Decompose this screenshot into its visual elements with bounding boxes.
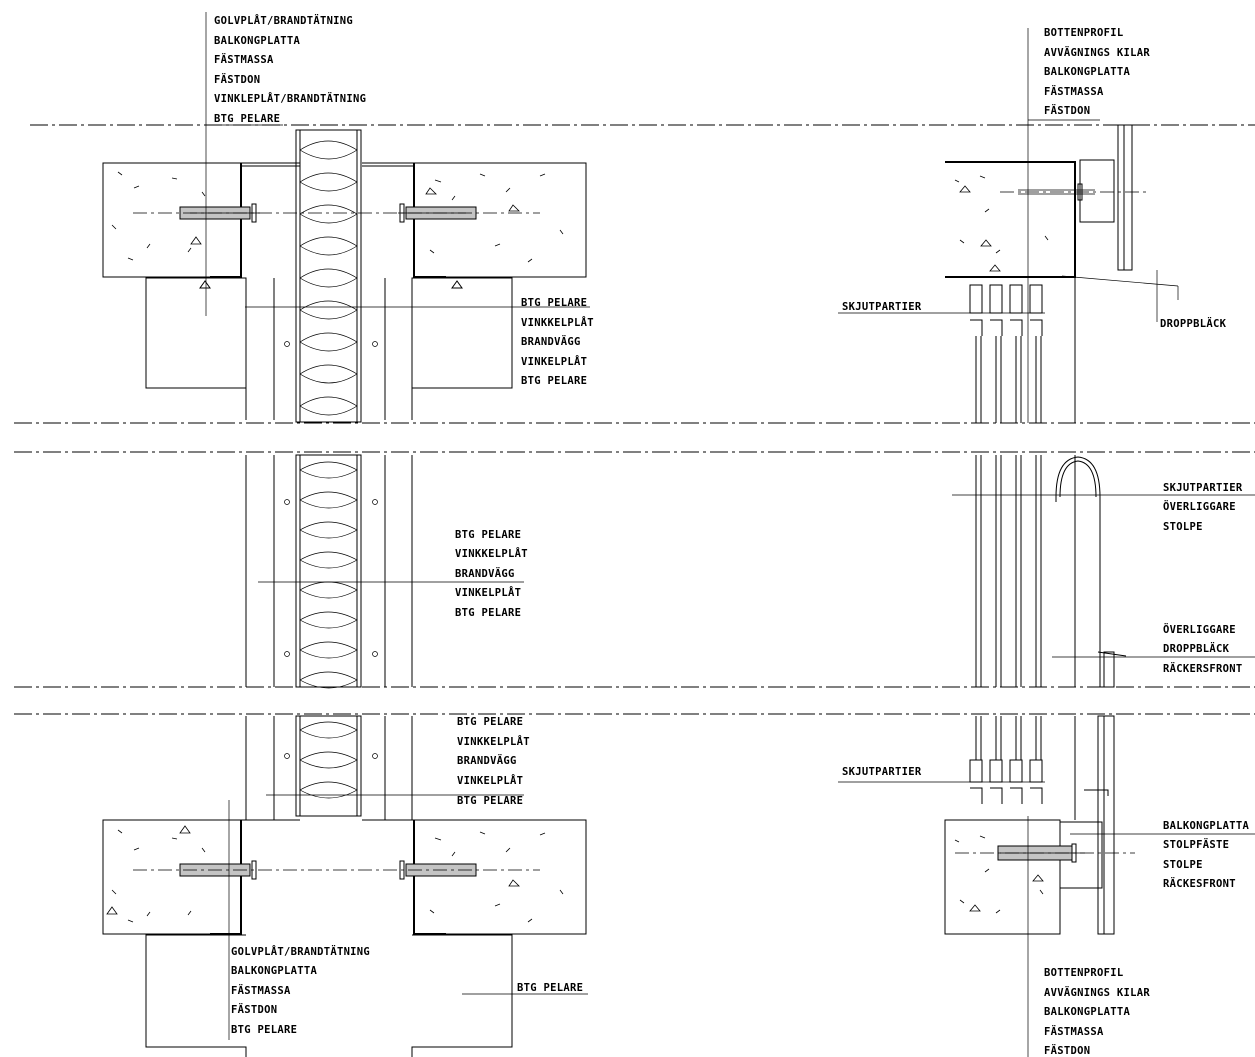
labels-mid-left-lower: BTG PELARE VINKKELPLÅT BRANDVÄGG VINKELP… [457, 716, 530, 807]
label: AVVÄGNINGS KILAR [1044, 45, 1150, 59]
label: GOLVPLÅT/BRANDTÄTNING [231, 944, 370, 958]
label: BTG PELARE [521, 375, 587, 387]
labels-right-lower: SKJUTPARTIER BALKONGPLATTA STOLPFÄSTE ST… [842, 766, 1249, 890]
labels-top-right: BOTTENPROFIL AVVÄGNINGS KILAR BALKONGPLA… [842, 27, 1227, 330]
label: FÄSTMASSA [1044, 84, 1104, 98]
label: RÄCKESFRONT [1163, 876, 1236, 890]
label: STOLPE [1163, 859, 1203, 871]
left-middle-detail [245, 306, 590, 796]
label: SKJUTPARTIER [1163, 482, 1243, 494]
label: BRANDVÄGG [455, 566, 515, 580]
label: BTG PELARE [517, 982, 583, 994]
label: VINKKELPLÅT [521, 316, 594, 329]
label: BALKONGPLATTA [1163, 820, 1249, 832]
label: BTG PELARE [521, 297, 587, 309]
label: BALKONGPLATTA [1044, 1006, 1130, 1018]
label: BALKONGPLATTA [1044, 66, 1130, 78]
label: BRANDVÄGG [457, 753, 517, 767]
labels-mid-left-center: BTG PELARE VINKKELPLÅT BRANDVÄGG VINKELP… [455, 529, 528, 619]
label: VINKELPLÅT [457, 774, 523, 787]
label: FÄSTDON [1044, 1043, 1090, 1057]
label: BTG PELARE [455, 529, 521, 541]
labels-bottom-left: GOLVPLÅT/BRANDTÄTNING BALKONGPLATTA FÄST… [231, 944, 583, 1036]
left-bottom-detail [102, 716, 588, 1057]
label: BALKONGPLATTA [231, 965, 317, 977]
labels-bottom-right: BOTTENPROFIL AVVÄGNINGS KILAR BALKONGPLA… [1044, 967, 1150, 1057]
right-bottom-detail [838, 715, 1255, 1057]
label: VINKELPLÅT [521, 355, 587, 368]
label: VINKLEPLÅT/BRANDTÄTNING [214, 91, 366, 105]
label: BTG PELARE [214, 113, 280, 125]
label: FÄSTDON [1044, 103, 1090, 117]
label: BALKONGPLATTA [214, 35, 300, 47]
label: STOLPE [1163, 521, 1203, 533]
label: VINKKELPLÅT [457, 735, 530, 748]
left-top-detail [102, 12, 587, 420]
label: SKJUTPARTIER [842, 301, 922, 313]
label: ÖVERLIGGARE [1163, 622, 1236, 636]
label: ÖVERLIGGARE [1163, 499, 1236, 513]
labels-top-left: GOLVPLÅT/BRANDTÄTNING BALKONGPLATTA FÄST… [214, 13, 366, 125]
label: FÄSTDON [214, 72, 260, 86]
label: GOLVPLÅT/BRANDTÄTNING [214, 13, 353, 27]
firewall-insulation [295, 129, 362, 817]
label: FÄSTMASSA [231, 983, 291, 997]
label: AVVÄGNINGS KILAR [1044, 985, 1150, 999]
label: FÄSTDON [231, 1002, 277, 1016]
label: DROPPBLÄCK [1163, 641, 1230, 655]
label: SKJUTPARTIER [842, 766, 922, 778]
label: BTG PELARE [455, 607, 521, 619]
label: FÄSTMASSA [214, 52, 274, 66]
labels-right-middle: SKJUTPARTIER ÖVERLIGGARE STOLPE ÖVERLIGG… [1163, 482, 1243, 675]
label: FÄSTMASSA [1044, 1024, 1104, 1038]
label: RÄCKERSFRONT [1163, 661, 1242, 675]
label: VINKKELPLÅT [455, 547, 528, 560]
label: BTG PELARE [457, 716, 523, 728]
right-top-detail [838, 28, 1179, 423]
labels-mid-left-upper: BTG PELARE VINKKELPLÅT BRANDVÄGG VINKELP… [521, 297, 594, 387]
label: DROPPBLÄCK [1160, 316, 1227, 330]
label: VINKELPLÅT [455, 586, 521, 599]
label: BOTTENPROFIL [1044, 27, 1123, 39]
label: BTG PELARE [231, 1024, 297, 1036]
right-middle-detail [952, 455, 1255, 688]
label: BOTTENPROFIL [1044, 967, 1123, 979]
label: BRANDVÄGG [521, 334, 581, 348]
label: BTG PELARE [457, 795, 523, 807]
label: STOLPFÄSTE [1163, 837, 1229, 851]
